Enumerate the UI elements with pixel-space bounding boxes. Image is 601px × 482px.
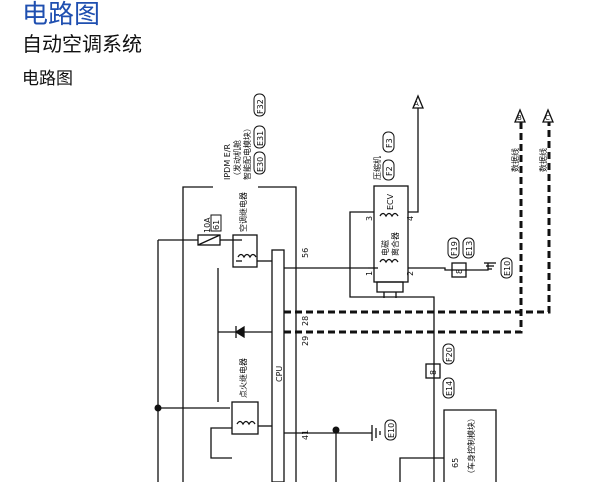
ipdm-desc1: （发动机舱	[232, 140, 242, 180]
connector-f3: F3	[385, 138, 394, 148]
connector-f19: F19	[450, 241, 459, 256]
ground-symbol-e10	[484, 262, 496, 270]
diode-symbol	[217, 268, 272, 402]
data-line-pin28	[284, 122, 551, 334]
offpage-b: B	[517, 114, 522, 122]
ipdm-name: IPDM E/R	[223, 143, 232, 180]
f20-e14-connectors: F20 E14 E10	[384, 343, 455, 441]
data-line-label-b: 数据线	[510, 148, 520, 172]
ignition-relay-label: 点火继电器	[238, 358, 248, 398]
connector-e10b: E10	[387, 423, 396, 438]
pin-56: 56	[301, 248, 310, 258]
page-subtitle: 自动空调系统	[22, 32, 142, 56]
connector-e10: E10	[503, 261, 512, 276]
clutch-label-2: 离合器	[390, 232, 400, 256]
power-feed-wires	[157, 234, 236, 482]
offpage-c: C	[545, 114, 550, 122]
ac-relay	[232, 234, 272, 268]
f19-e13-connectors: F19 E13 E10	[447, 237, 513, 279]
connector-f2: F2	[385, 166, 394, 176]
compressor-unit	[373, 185, 409, 298]
connector-f20: F20	[445, 347, 454, 362]
junction-dot	[154, 404, 162, 412]
ipdm-connectors: E30 E31 F32	[253, 93, 266, 175]
junction-dot-41	[332, 426, 340, 434]
ipdm-module	[182, 186, 297, 482]
page-title: 电路图	[22, 0, 101, 30]
pin-28: 28	[301, 316, 310, 326]
compressor-connectors: F2 F3	[382, 131, 395, 181]
pin-3: 3	[365, 216, 374, 221]
connector-e14: E14	[445, 381, 454, 396]
offpage-a: A	[414, 100, 419, 108]
ecv-label: ECV	[386, 193, 395, 210]
pin-1: 1	[365, 271, 374, 276]
pin-65: 65	[451, 458, 460, 468]
fuse-rating: 10A	[203, 217, 212, 233]
clutch-label-1: 电磁	[380, 240, 390, 256]
connector-e30: E30	[256, 157, 265, 172]
connector-f32: F32	[256, 99, 265, 114]
ignition-relay	[210, 401, 272, 459]
pin-8a: 8	[455, 269, 464, 274]
fuse-number: 61	[212, 220, 221, 230]
connector-markers	[425, 262, 467, 379]
cpu-block	[271, 249, 285, 482]
section-title: 电路图	[22, 69, 73, 89]
labels: IPDM E/R （发动机舱 智能配电模块） E30 E31 F32 10A 6…	[203, 93, 550, 478]
bcm-module	[399, 409, 497, 482]
bcm-label: （车身控制模块）	[466, 414, 476, 478]
compressor-label: 压缩机	[372, 156, 382, 180]
connector-e13: E13	[465, 241, 474, 256]
pin-2: 2	[406, 271, 415, 276]
cpu-label: CPU	[275, 366, 284, 382]
pin-8b: 8	[429, 370, 438, 375]
pin41-wire	[284, 432, 337, 482]
data-line-label-c: 数据线	[538, 148, 548, 172]
ac-relay-label: 空调继电器	[238, 192, 248, 232]
ipdm-desc2: 智能配电模块）	[242, 124, 252, 180]
pin-41: 41	[301, 430, 310, 440]
ground-symbol-e10b	[336, 425, 381, 441]
connector-e31: E31	[256, 131, 265, 146]
offpage-arrow-a	[412, 94, 424, 109]
pin-29: 29	[301, 336, 310, 346]
pin-4: 4	[406, 216, 415, 221]
